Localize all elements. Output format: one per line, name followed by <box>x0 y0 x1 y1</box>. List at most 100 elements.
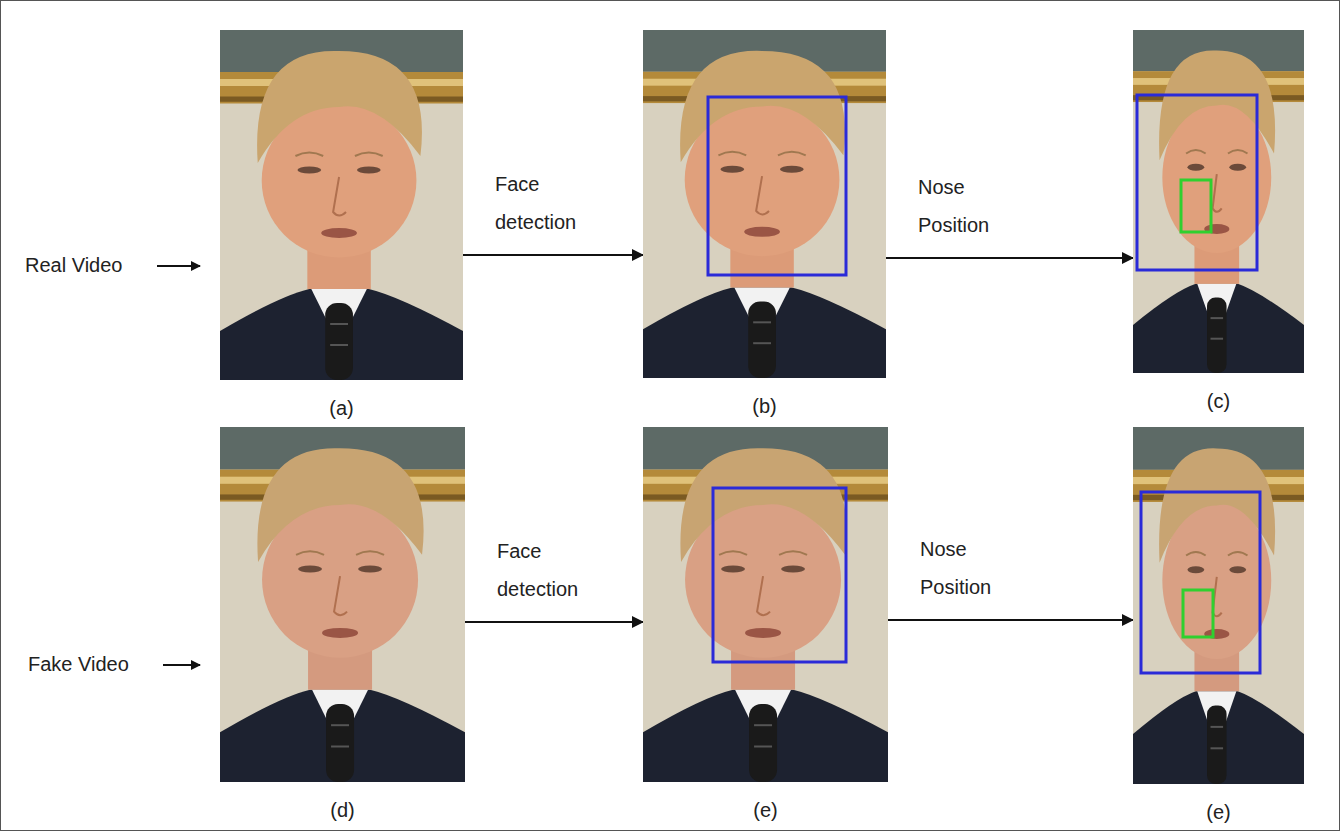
input-label: Fake Video <box>28 653 129 676</box>
process-arrow <box>888 619 1133 621</box>
face-box <box>713 488 846 662</box>
brow <box>719 551 747 555</box>
step-label: Face detection <box>497 532 607 608</box>
wall <box>220 427 465 782</box>
microphone-grille <box>1211 317 1224 319</box>
microphone-grille <box>753 321 771 323</box>
microphone-grille <box>754 746 772 748</box>
panel-caption: (d) <box>220 798 465 822</box>
image-panel: (c) <box>1133 30 1304 373</box>
hair <box>680 51 845 162</box>
eye <box>1229 164 1246 171</box>
brow <box>778 152 806 155</box>
image-panel: (e) <box>1133 427 1304 784</box>
input-label: Real Video <box>25 254 122 277</box>
wall <box>643 30 886 378</box>
eye <box>1187 566 1204 573</box>
brow <box>1228 150 1248 153</box>
nose <box>333 177 346 216</box>
mouth <box>321 228 357 238</box>
mouth <box>744 227 780 237</box>
brow <box>718 152 746 155</box>
eye <box>357 167 381 174</box>
process-arrow <box>886 257 1133 259</box>
microphone-grille <box>1211 747 1224 749</box>
image-panel: (a) <box>220 30 463 380</box>
microphone <box>1207 705 1227 784</box>
input-arrow <box>157 265 200 267</box>
eye <box>781 566 805 573</box>
microphone-grille <box>754 724 772 726</box>
nose <box>334 576 347 615</box>
nose-box <box>1181 180 1211 232</box>
mouth <box>745 628 781 638</box>
image-panel: (e) <box>643 427 888 782</box>
microphone-grille <box>331 746 349 748</box>
suit <box>220 289 463 380</box>
eye <box>358 566 382 573</box>
microphone-grille <box>1211 726 1224 728</box>
eye <box>721 566 745 573</box>
microphone-grille <box>331 724 349 726</box>
microphone <box>326 704 354 782</box>
microphone <box>748 301 776 378</box>
face-image <box>643 30 886 378</box>
process-arrow <box>465 621 643 623</box>
nose <box>756 176 769 214</box>
wall <box>1133 30 1304 373</box>
face-image <box>220 30 463 380</box>
image-panel: (d) <box>220 427 465 782</box>
brow <box>296 551 324 555</box>
panel-caption: (a) <box>220 396 463 420</box>
brow <box>1228 552 1248 556</box>
hair <box>680 448 846 562</box>
suit <box>220 690 465 782</box>
brow <box>356 551 384 555</box>
eye <box>1229 566 1246 573</box>
step-label: Nose Position <box>918 168 1028 244</box>
brow <box>355 153 383 157</box>
suit <box>1133 691 1304 784</box>
hair <box>257 51 422 163</box>
eye <box>780 166 804 173</box>
suit <box>643 690 888 782</box>
brow <box>1186 552 1206 556</box>
brow <box>295 153 323 157</box>
panel-caption: (e) <box>643 798 888 822</box>
suit <box>1133 284 1304 373</box>
face-image <box>1133 427 1304 784</box>
suit <box>643 288 886 378</box>
face-box <box>1141 492 1260 673</box>
microphone-grille <box>1211 338 1224 340</box>
step-label: Nose Position <box>920 530 1030 606</box>
microphone-grille <box>330 323 348 325</box>
mouth <box>322 628 358 638</box>
brow <box>779 551 807 555</box>
nose <box>757 576 770 615</box>
microphone <box>325 303 353 380</box>
image-panel: (b) <box>643 30 886 378</box>
microphone <box>1207 298 1227 373</box>
eye <box>298 566 322 573</box>
face-image <box>643 427 888 782</box>
microphone <box>749 704 777 782</box>
eye <box>1187 164 1204 171</box>
panel-caption: (c) <box>1133 389 1304 413</box>
hair <box>1159 448 1275 562</box>
face-box <box>708 97 846 275</box>
nose <box>1213 174 1222 212</box>
step-label: Face detection <box>495 165 605 241</box>
brow <box>1186 150 1206 153</box>
panel-caption: (b) <box>643 394 886 418</box>
eye <box>297 167 321 174</box>
microphone-grille <box>753 342 771 344</box>
microphone-grille <box>330 344 348 346</box>
eye <box>720 166 744 173</box>
process-arrow <box>463 254 643 256</box>
nose-box <box>1183 590 1213 637</box>
hair <box>257 448 423 562</box>
face-image <box>1133 30 1304 373</box>
wall <box>1133 427 1304 784</box>
panel-caption: (e) <box>1133 800 1304 824</box>
wall <box>643 427 888 782</box>
